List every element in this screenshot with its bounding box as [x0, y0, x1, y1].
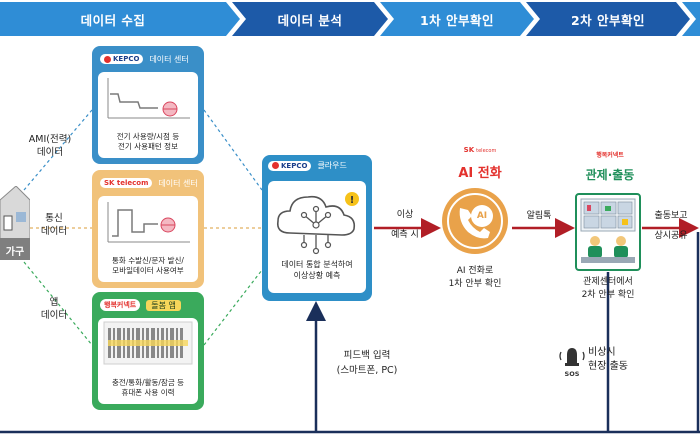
cloud-header: KEPCO 클라우드 [268, 160, 347, 171]
card-header: 행복커넥트 돌봄 앱 [96, 296, 200, 314]
stage-4-shape [526, 2, 690, 36]
control-room-icon [580, 198, 636, 263]
cloud-body: ! 데이터 통합 분석하여 이상상황 예측 [268, 181, 366, 293]
anomaly-prediction-label: 이상 예측 시 [391, 210, 419, 240]
kepco-logo: KEPCO [268, 160, 312, 171]
ai-badge-text: AI [471, 205, 493, 227]
siren-icon [559, 348, 585, 366]
card-description: 전기 사용량/시점 등 전기 사용패턴 정보 [116, 131, 180, 151]
svg-text:!: ! [350, 195, 355, 206]
stage-5-shape [682, 2, 700, 36]
sktelecom-datacenter-card: SK telecom 데이터 센터 통화 수발신/문자 발신/ 모바일데이터 사… [92, 170, 204, 288]
card-body: 통화 수발신/문자 발신/ 모바일데이터 사용여부 [98, 196, 198, 282]
notification-label: 알림톡 [526, 211, 552, 221]
ai-call-title: AI 전화 [458, 166, 502, 181]
app-history-barcode-icon [103, 321, 193, 365]
card-description: 통화 수발신/문자 발신/ 모바일데이터 사용여부 [112, 255, 184, 275]
alert-icon [345, 192, 359, 206]
merge-line-bottom [203, 269, 263, 346]
sktelecom-logo: SK telecom [100, 178, 153, 188]
sos-label: SOS [564, 370, 580, 378]
happy-connect-logo-top: 행복커넥트 [596, 152, 624, 159]
happy-connect-logo: 행복커넥트 [100, 299, 141, 311]
care-app-card: 행복커넥트 돌봄 앱 충전/통화/활동/잠금 등 휴대폰 사용 이력 [92, 292, 204, 410]
ai-call-badge: AI [442, 188, 508, 254]
kepco-datacenter-card: KEPCO 데이터 센터 전기 사용량/시점 등 전기 사용패턴 정보 [92, 46, 204, 164]
stage-second-check: 2차 안부확인 [570, 12, 646, 28]
control-center-panel [575, 193, 641, 271]
stage-1-shape [0, 2, 240, 36]
stage-2-shape [232, 2, 388, 36]
phone-icon [447, 193, 503, 249]
card-header-label: 데이터 센터 [158, 178, 198, 188]
stage-first-check: 1차 안부확인 [419, 12, 495, 28]
cloud-network-icon: ! [276, 192, 359, 255]
app-data-label: 앱 데이터 [40, 297, 68, 321]
card-body: 충전/통화/활동/잠금 등 휴대폰 사용 이력 [98, 318, 198, 404]
control-title: 관제·출동 [585, 168, 635, 182]
cloud-analysis-box: KEPCO 클라우드 ! 데이터 통합 분석하여 이상상황 예측 [262, 155, 372, 301]
sos-siren-icon: SOS [558, 344, 586, 378]
dispatch-report-label: 출동보고 상시공유 [654, 211, 688, 241]
card-header-label: 데이터 센터 [149, 54, 189, 64]
stage-3-shape [380, 2, 534, 36]
telecom-data-label: 통신 데이터 [40, 213, 68, 237]
ami-data-label: AMI(전력) 데이터 [28, 134, 72, 158]
cloud-description: 데이터 통합 분석하여 이상상황 예측 [281, 260, 353, 281]
ai-call-description: AI 전화로 1차 안부 확인 [448, 266, 502, 289]
control-description: 관제센터에서 2차 안부 확인 [581, 277, 635, 300]
emergency-dispatch-label: 비상시 현장 출동 [588, 347, 628, 372]
stage-bar [0, 2, 700, 36]
card-description: 충전/통화/활동/잠금 등 휴대폰 사용 이력 [111, 377, 185, 397]
card-header-label: 돌봄 앱 [146, 299, 181, 311]
household-label: 가구 [5, 246, 25, 258]
card-body: 전기 사용량/시점 등 전기 사용패턴 정보 [98, 72, 198, 158]
card-header: KEPCO 데이터 센터 [96, 50, 200, 68]
telecom-usage-graph-icon [107, 202, 190, 243]
merge-line-top [203, 109, 263, 191]
stage-data-analysis: 데이터 분석 [277, 12, 343, 28]
cloud-header-label: 클라우드 [317, 161, 347, 170]
stage-data-collection: 데이터 수집 [80, 12, 146, 28]
power-usage-graph-icon [107, 78, 190, 119]
feedback-input-label: 피드백 입력 (스마트폰, PC) [336, 350, 398, 377]
card-header: SK telecom 데이터 센터 [96, 174, 200, 192]
kepco-logo: KEPCO [100, 54, 144, 64]
